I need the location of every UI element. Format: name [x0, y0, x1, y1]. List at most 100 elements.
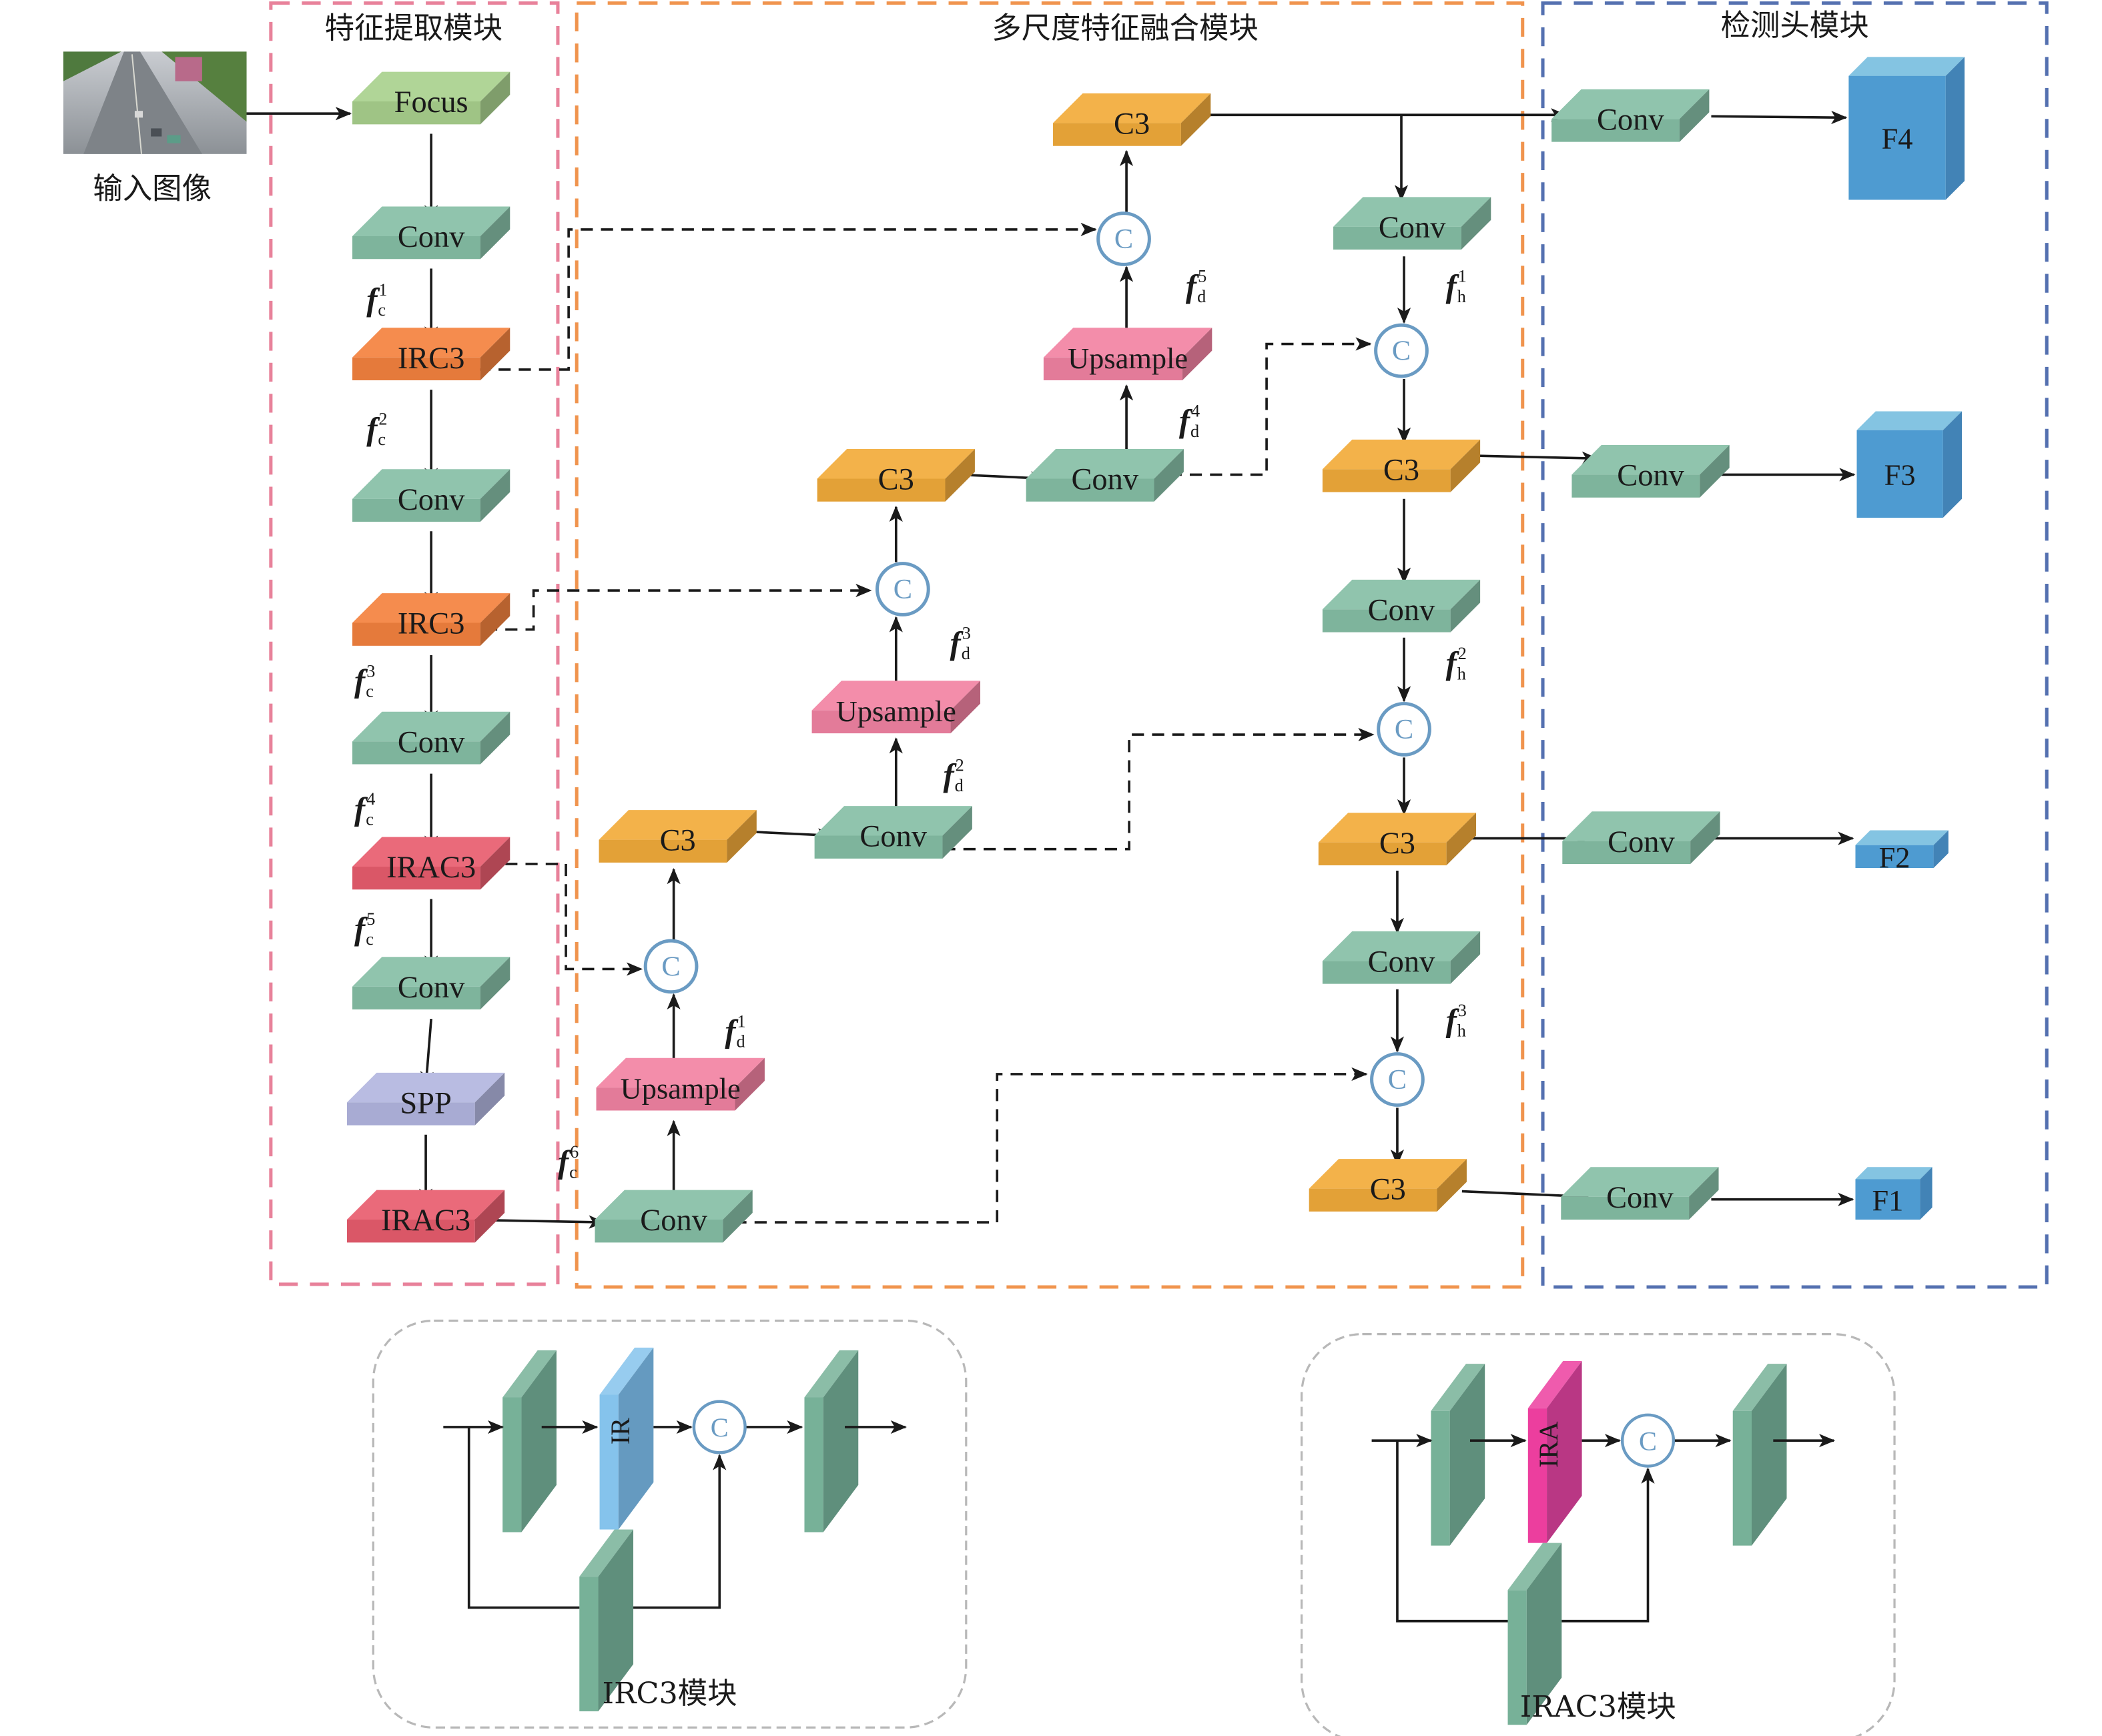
- module-label: Conv: [1379, 211, 1446, 245]
- module-label: Conv: [398, 725, 465, 759]
- concat-label: C: [1114, 224, 1133, 255]
- module-label: Conv: [1368, 593, 1435, 627]
- module-h-conv4: Conv: [1551, 89, 1710, 142]
- concat-node-p-cat3: C: [1370, 1052, 1425, 1107]
- concat-node-p-cat2: C: [1377, 702, 1431, 757]
- module-label: Conv: [398, 971, 465, 1005]
- module-label: C3: [1383, 453, 1419, 487]
- neck-group: 多尺度特征融合模块: [575, 1, 1525, 1289]
- concat-label: C: [1395, 714, 1413, 745]
- module-b-irc3-1: IRC3: [352, 328, 510, 381]
- inset-flow-arrow: [633, 1454, 727, 1609]
- module-p-c3-1: C3: [1322, 439, 1481, 492]
- module-b-conv2: Conv: [352, 469, 510, 522]
- module-n-conv2: Conv: [814, 806, 972, 859]
- neck-frame: [575, 1, 1525, 1289]
- skip-connection: [1169, 337, 1372, 476]
- output-F3: F3: [1856, 411, 1962, 518]
- concat-label: C: [661, 951, 680, 983]
- module-label: Upsample: [621, 1071, 741, 1105]
- input-image: [63, 51, 247, 154]
- module-label: IRAC3: [386, 851, 476, 885]
- inset-flow-arrow: [1561, 1467, 1655, 1623]
- output-F1: F1: [1855, 1167, 1933, 1220]
- module-p-c3-3: C3: [1309, 1159, 1467, 1212]
- irc3-module-inset: IR C IRC3模块: [372, 1319, 968, 1729]
- module-n-conv3: Conv: [1026, 449, 1184, 502]
- neck-title: 多尺度特征融合模块: [992, 11, 1259, 45]
- concat-node-n-cat1: C: [643, 939, 699, 994]
- head-frame: [1541, 1, 2049, 1289]
- output-label: F1: [1872, 1184, 1903, 1217]
- skip-connection: [484, 583, 872, 631]
- module-label: Conv: [1071, 463, 1138, 497]
- module-label: Conv: [859, 820, 927, 854]
- inset-block-label: IRA: [1533, 1421, 1563, 1468]
- module-label: C3: [660, 824, 696, 858]
- module-label: Conv: [1606, 1181, 1674, 1215]
- inset-block-label: IR: [605, 1418, 635, 1444]
- input-label: 输入图像: [93, 171, 212, 205]
- module-label: Conv: [1368, 945, 1435, 979]
- nodes: FocusConvIRC3ConvIRC3ConvIRAC3ConvSPPIRA…: [346, 57, 1965, 1243]
- module-n-c3-3: C3: [1053, 93, 1211, 146]
- inset-title: IRAC3模块: [1520, 1690, 1676, 1724]
- module-insets: IR C IRC3模块 IRA C IRAC3模块: [372, 1319, 1896, 1736]
- module-label: Conv: [398, 483, 465, 517]
- output-label: F4: [1882, 122, 1913, 155]
- module-n-c3-2: C3: [817, 449, 975, 502]
- concat-node-n-cat2: C: [875, 562, 930, 616]
- module-label: Conv: [1608, 825, 1675, 859]
- module-label: Focus: [394, 85, 468, 119]
- module-b-irac3-1: IRAC3: [352, 837, 510, 890]
- module-n-up3: Upsample: [1043, 328, 1212, 381]
- module-p-conv3: Conv: [1322, 931, 1481, 984]
- skip-connection: [478, 222, 1097, 371]
- backbone-frame: [269, 1, 560, 1286]
- output-F2: F2: [1855, 830, 1949, 874]
- module-label: SPP: [400, 1086, 451, 1120]
- module-b-spp: SPP: [346, 1072, 505, 1126]
- module-label: IRC3: [398, 607, 465, 641]
- backbone-title: 特征提取模块: [325, 11, 502, 45]
- skip-connection: [734, 1067, 1368, 1224]
- module-b-irac3-2: IRAC3: [346, 1190, 505, 1243]
- module-n-c3-1: C3: [599, 810, 757, 863]
- module-label: C3: [1379, 827, 1415, 861]
- module-n-conv1: Conv: [595, 1190, 753, 1243]
- module-b-conv4: Conv: [352, 957, 510, 1010]
- concat-node-n-cat3: C: [1096, 211, 1151, 266]
- module-label: IRC3: [398, 342, 465, 376]
- module-b-conv3: Conv: [352, 711, 510, 765]
- module-label: Conv: [398, 220, 465, 254]
- module-label: Upsample: [1068, 342, 1188, 375]
- output-F4: F4: [1848, 57, 1965, 200]
- module-label: Conv: [640, 1204, 707, 1238]
- output-label: F2: [1879, 841, 1910, 874]
- skip-connection: [484, 863, 643, 976]
- flow-arrow: [1475, 451, 1598, 465]
- inset-flow-arrow: [1396, 1440, 1508, 1623]
- module-p-c3-2: C3: [1318, 813, 1477, 865]
- module-p-conv1: Conv: [1333, 197, 1491, 250]
- module-b-conv1: Conv: [352, 206, 510, 260]
- module-focus: Focus: [352, 71, 510, 125]
- inset-title: IRC3模块: [603, 1677, 737, 1711]
- module-label: C3: [1370, 1173, 1406, 1207]
- module-n-up1: Upsample: [596, 1057, 765, 1111]
- flow-arrow: [1711, 110, 1848, 125]
- module-label: Upsample: [836, 695, 956, 728]
- inset-concat-label: C: [711, 1412, 729, 1442]
- head-title: 检测头模块: [1721, 9, 1869, 43]
